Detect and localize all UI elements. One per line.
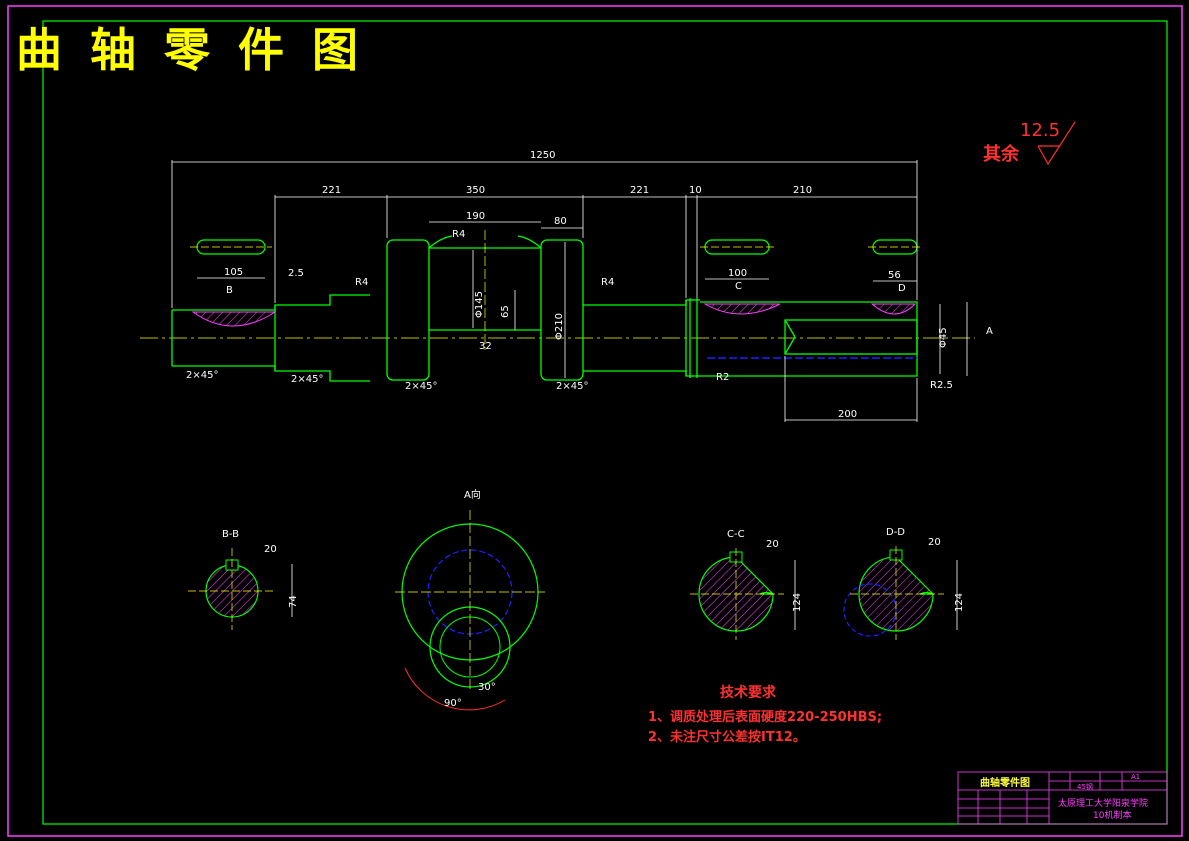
dim-total: 1250 bbox=[530, 150, 555, 161]
dimension-texts: 1250 221 350 221 10 210 190 80 105 2.5 1… bbox=[186, 150, 993, 420]
dim-web: 80 bbox=[554, 216, 567, 227]
dim-chamfer2: 2×45° bbox=[291, 374, 323, 385]
label-sec-b: B bbox=[226, 285, 233, 296]
dim-65: 65 bbox=[500, 305, 511, 318]
dim-key2: 100 bbox=[728, 268, 747, 279]
title-block-school: 太原理工大学阳泉学院 bbox=[1058, 799, 1149, 809]
svg-text:20: 20 bbox=[928, 537, 941, 548]
dim-r4b: R4 bbox=[355, 277, 368, 288]
title-block-part-name: 曲轴零件图 bbox=[980, 778, 1030, 789]
label-view-a-title: A向 bbox=[464, 488, 481, 501]
label-sec-d: D bbox=[898, 283, 906, 294]
dim-seg5: 210 bbox=[793, 185, 812, 196]
label-bb: B-B bbox=[222, 529, 239, 540]
roughness-symbol bbox=[1037, 121, 1076, 166]
label-sec-c: C bbox=[735, 281, 742, 292]
dim-chamfer3: 2×45° bbox=[405, 381, 437, 392]
dim-seg4: 10 bbox=[689, 185, 702, 196]
title-block-material: 45钢 bbox=[1077, 783, 1093, 791]
dim-seg3: 221 bbox=[630, 185, 649, 196]
label-cc: C-C bbox=[727, 529, 745, 540]
dim-dia145: Φ145 bbox=[474, 291, 485, 318]
tech-requirement-2: 2、未注尺寸公差按IT12。 bbox=[648, 730, 806, 745]
tech-requirement-1: 1、调质处理后表面硬度220-250HBS; bbox=[648, 710, 883, 725]
dim-r4c: R4 bbox=[601, 277, 614, 288]
shaft-main-view bbox=[140, 230, 975, 382]
svg-text:20: 20 bbox=[766, 539, 779, 550]
dim-r2: R2 bbox=[716, 372, 729, 383]
dim-key3: 56 bbox=[888, 270, 901, 281]
label-view-a: A bbox=[986, 326, 993, 337]
dim-key1: 105 bbox=[224, 267, 243, 278]
section-dd: D-D 20 124 bbox=[843, 527, 965, 640]
dimension-lines bbox=[171, 160, 968, 422]
svg-text:90°: 90° bbox=[444, 698, 462, 709]
title-block bbox=[957, 771, 1168, 825]
dim-32: 32 bbox=[479, 341, 492, 352]
title-block-scale: A1 bbox=[1131, 773, 1141, 781]
title-block-class: 10机制本 bbox=[1093, 811, 1132, 821]
dim-r25: R2.5 bbox=[930, 380, 953, 391]
roughness-label: 其余 bbox=[983, 144, 1019, 165]
drawing-title: 曲 轴 零 件 图 bbox=[16, 23, 365, 77]
label-dd: D-D bbox=[886, 527, 905, 538]
dim-key1-gap: 2.5 bbox=[288, 268, 304, 279]
dim-seg1: 221 bbox=[322, 185, 341, 196]
dim-dia45: Φ45 bbox=[938, 327, 949, 348]
svg-text:20: 20 bbox=[264, 544, 277, 555]
section-bb: B-B 20 74 bbox=[188, 529, 299, 630]
dim-r4a: R4 bbox=[452, 229, 465, 240]
inner-border bbox=[42, 20, 1168, 825]
roughness-value: 12.5 bbox=[1020, 120, 1061, 141]
outer-frame bbox=[7, 5, 1183, 837]
dim-crank-width: 190 bbox=[466, 211, 485, 222]
svg-text:124: 124 bbox=[792, 593, 803, 612]
dim-seg2: 350 bbox=[466, 185, 485, 196]
section-cc: C-C 20 124 bbox=[690, 529, 803, 640]
dim-bore: 200 bbox=[838, 409, 857, 420]
svg-text:74: 74 bbox=[288, 595, 299, 608]
dim-chamfer4: 2×45° bbox=[556, 381, 588, 392]
view-a: A向 30° 90° bbox=[395, 488, 545, 711]
svg-text:124: 124 bbox=[954, 593, 965, 612]
dim-dia210: Φ210 bbox=[554, 313, 565, 340]
dim-chamfer1: 2×45° bbox=[186, 370, 218, 381]
svg-text:30°: 30° bbox=[478, 682, 496, 693]
tech-requirements-title: 技术要求 bbox=[720, 685, 776, 701]
